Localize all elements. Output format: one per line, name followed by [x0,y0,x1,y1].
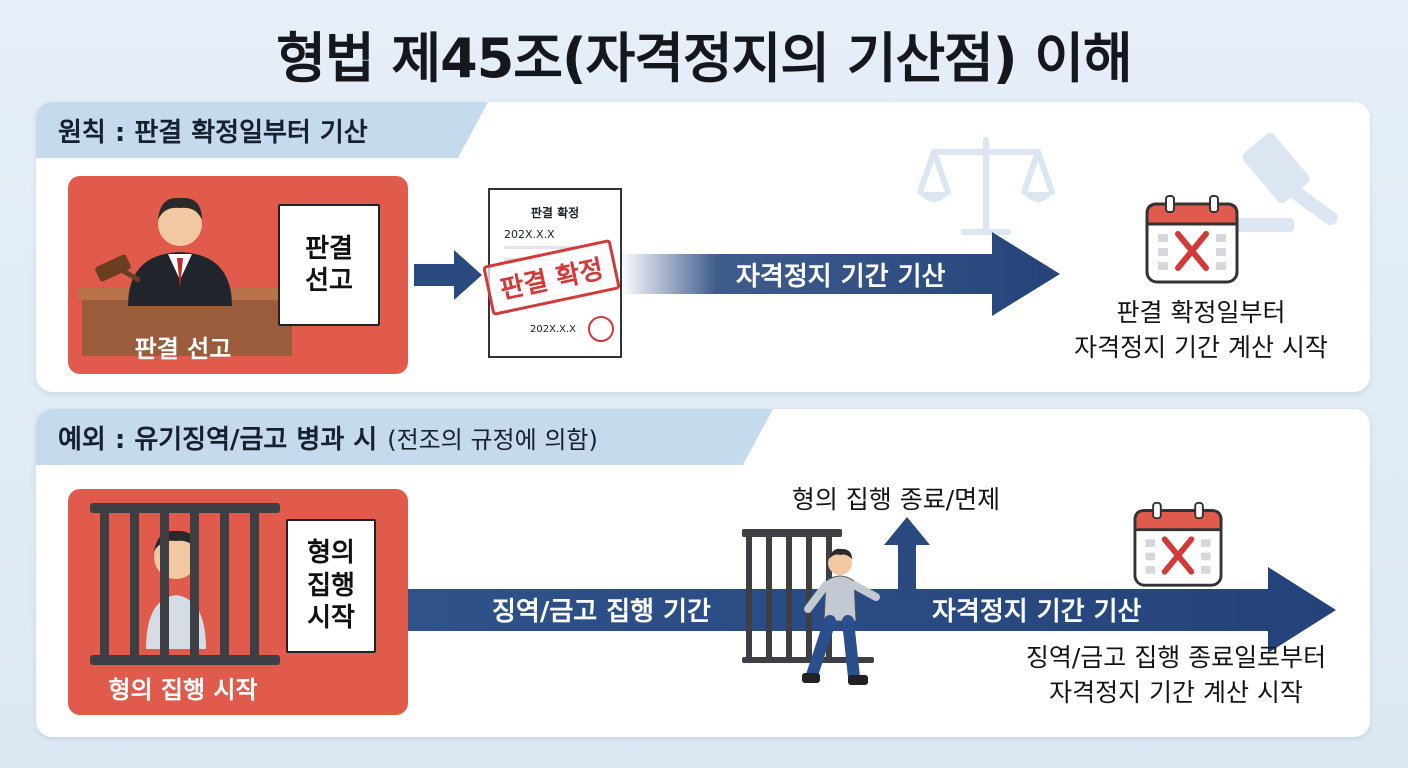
document-date-bottom: 202X.X.X [530,324,576,335]
calendar-x-icon [1145,195,1239,284]
judge-illustration-box: 판결 선고 판결 선고 [68,176,408,374]
prison-illustration-box: 형의 집행 시작 형의 집행 시작 [68,489,408,715]
seal-icon [588,316,614,342]
exception-panel: 예외 : 유기징역/금고 병과 시 (전조의 규정에 의함) 형의 집행 시작 … [36,409,1370,737]
judge-illustration [78,197,296,356]
gavel-icon [1224,133,1338,232]
paper-label: 형의 집행 시작 [307,538,355,634]
document-header: 판결 확정 [530,206,580,220]
exception-heading-bar: 예외 : 유기징역/금고 병과 시 (전조의 규정에 의함) [36,409,773,465]
calendar-x-icon [1133,501,1223,587]
exception-period-arrow [408,567,1336,653]
document-date-top: 202X.X.X [504,228,555,241]
release-label: 형의 집행 종료/면제 [791,485,1001,514]
prison-caption: 형의 집행 시작 [108,676,258,704]
principle-period-arrow [620,232,1060,316]
exception-heading: 예외 : 유기징역/금고 병과 시 [58,424,378,455]
exception-result-note: 징역/금고 집행 종료일로부터 자격정지 기간 계산 시작 [1025,643,1327,707]
principle-arrow-label: 자격정지 기간 기산 [736,262,946,292]
small-arrow [414,250,482,300]
principle-heading: 원칙 : 판결 확정일부터 기산 [36,102,488,158]
scales-icon [917,137,1055,235]
exception-heading-sub: (전조의 규정에 의함) [387,425,598,454]
up-arrow-icon [884,517,930,597]
principle-result-note: 판결 확정일부터 자격정지 기간 계산 시작 [1074,298,1328,362]
execution-paper: 형의 집행 시작 [286,519,376,653]
exception-arrow-label-2: 자격정지 기간 기산 [932,597,1142,627]
release-illustration [742,529,880,685]
exception-arrow-label-1: 징역/금고 집행 기간 [492,597,711,627]
judge-caption: 판결 선고 [134,335,232,363]
principle-panel: 원칙 : 판결 확정일부터 기산 [36,102,1370,392]
page-title: 형법 제45조(자격정지의 기산점) 이해 [276,27,1132,90]
prison-bars-icon [90,503,280,665]
judgment-paper: 판결 선고 [278,204,380,326]
paper-label: 판결 선고 [305,233,353,297]
